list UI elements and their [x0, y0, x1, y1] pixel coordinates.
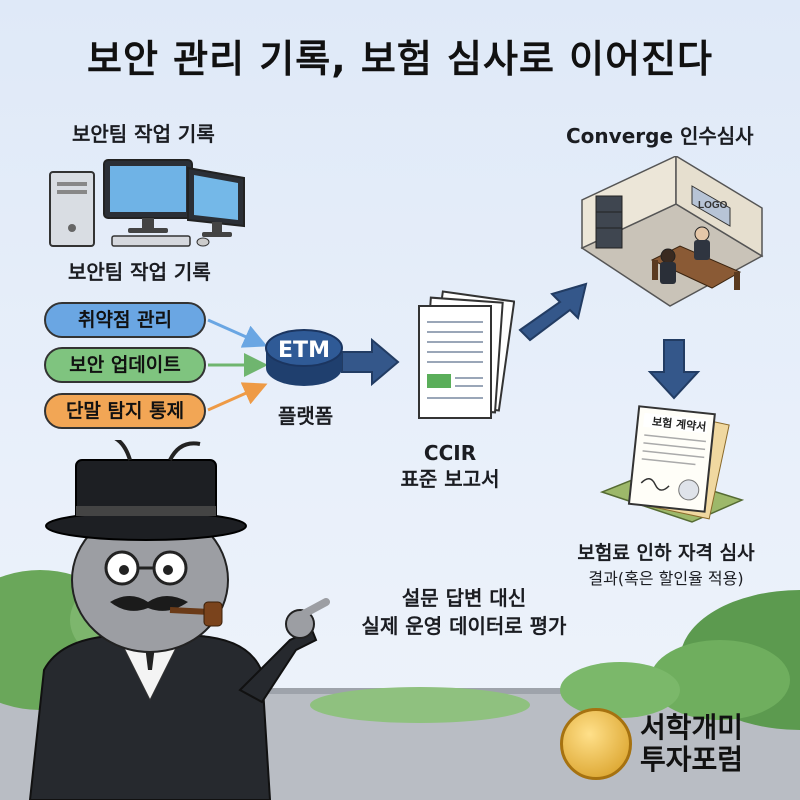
speech-line2: 실제 운영 데이터로 평가: [361, 614, 567, 638]
result-caption: 보험료 인하 자격 심사 결과(혹은 할인율 적용): [556, 540, 776, 592]
mascot-character: [28, 440, 330, 800]
pill-security-update: 보안 업데이트: [44, 347, 206, 383]
report-line2: 표준 보고서: [400, 467, 500, 491]
brand-coin-logo: [560, 708, 632, 780]
result-line2: 결과(혹은 할인율 적용): [588, 569, 744, 588]
page-title: 보안 관리 기록, 보험 심사로 이어진다: [87, 37, 713, 81]
office-illustration: LOGO: [580, 156, 764, 307]
arrow-etm-to-report: [341, 337, 400, 387]
arrow-orange: [207, 382, 268, 412]
pill-vulnerability-management: 취약점 관리: [44, 302, 206, 338]
report-line1: CCIR: [423, 441, 477, 465]
arrow-report-to-converge: [518, 282, 588, 342]
etm-badge: ETM: [278, 338, 330, 363]
arrow-converge-to-contract: [647, 339, 701, 400]
etm-platform-icon: [265, 329, 343, 386]
result-line1: 보험료 인하 자격 심사: [577, 542, 755, 564]
etm-platform-label: 플랫폼: [278, 404, 334, 428]
contract-document-icon: [599, 405, 745, 523]
speech-text: 설문 답변 대신 실제 운영 데이터로 평가: [334, 584, 594, 640]
pill-endpoint-detection: 단말 탐지 통제: [44, 393, 206, 429]
converge-label: Converge 인수심사: [566, 124, 754, 148]
security-team-label-mid: 보안팀 작업 기록: [68, 260, 211, 284]
brand-line2: 투자포럼: [640, 743, 744, 776]
report-document-icon: [418, 290, 515, 419]
brand-line1: 서학개미: [640, 711, 744, 744]
report-caption: CCIR 표준 보고서: [395, 440, 505, 492]
security-team-label-top: 보안팀 작업 기록: [72, 122, 215, 146]
arrow-blue: [207, 318, 268, 348]
logo-text: LOGO: [698, 200, 728, 211]
speech-line1: 설문 답변 대신: [401, 586, 527, 610]
computer-icon: [49, 159, 245, 247]
brand-text: 서학개미 투자포럼: [640, 712, 743, 776]
